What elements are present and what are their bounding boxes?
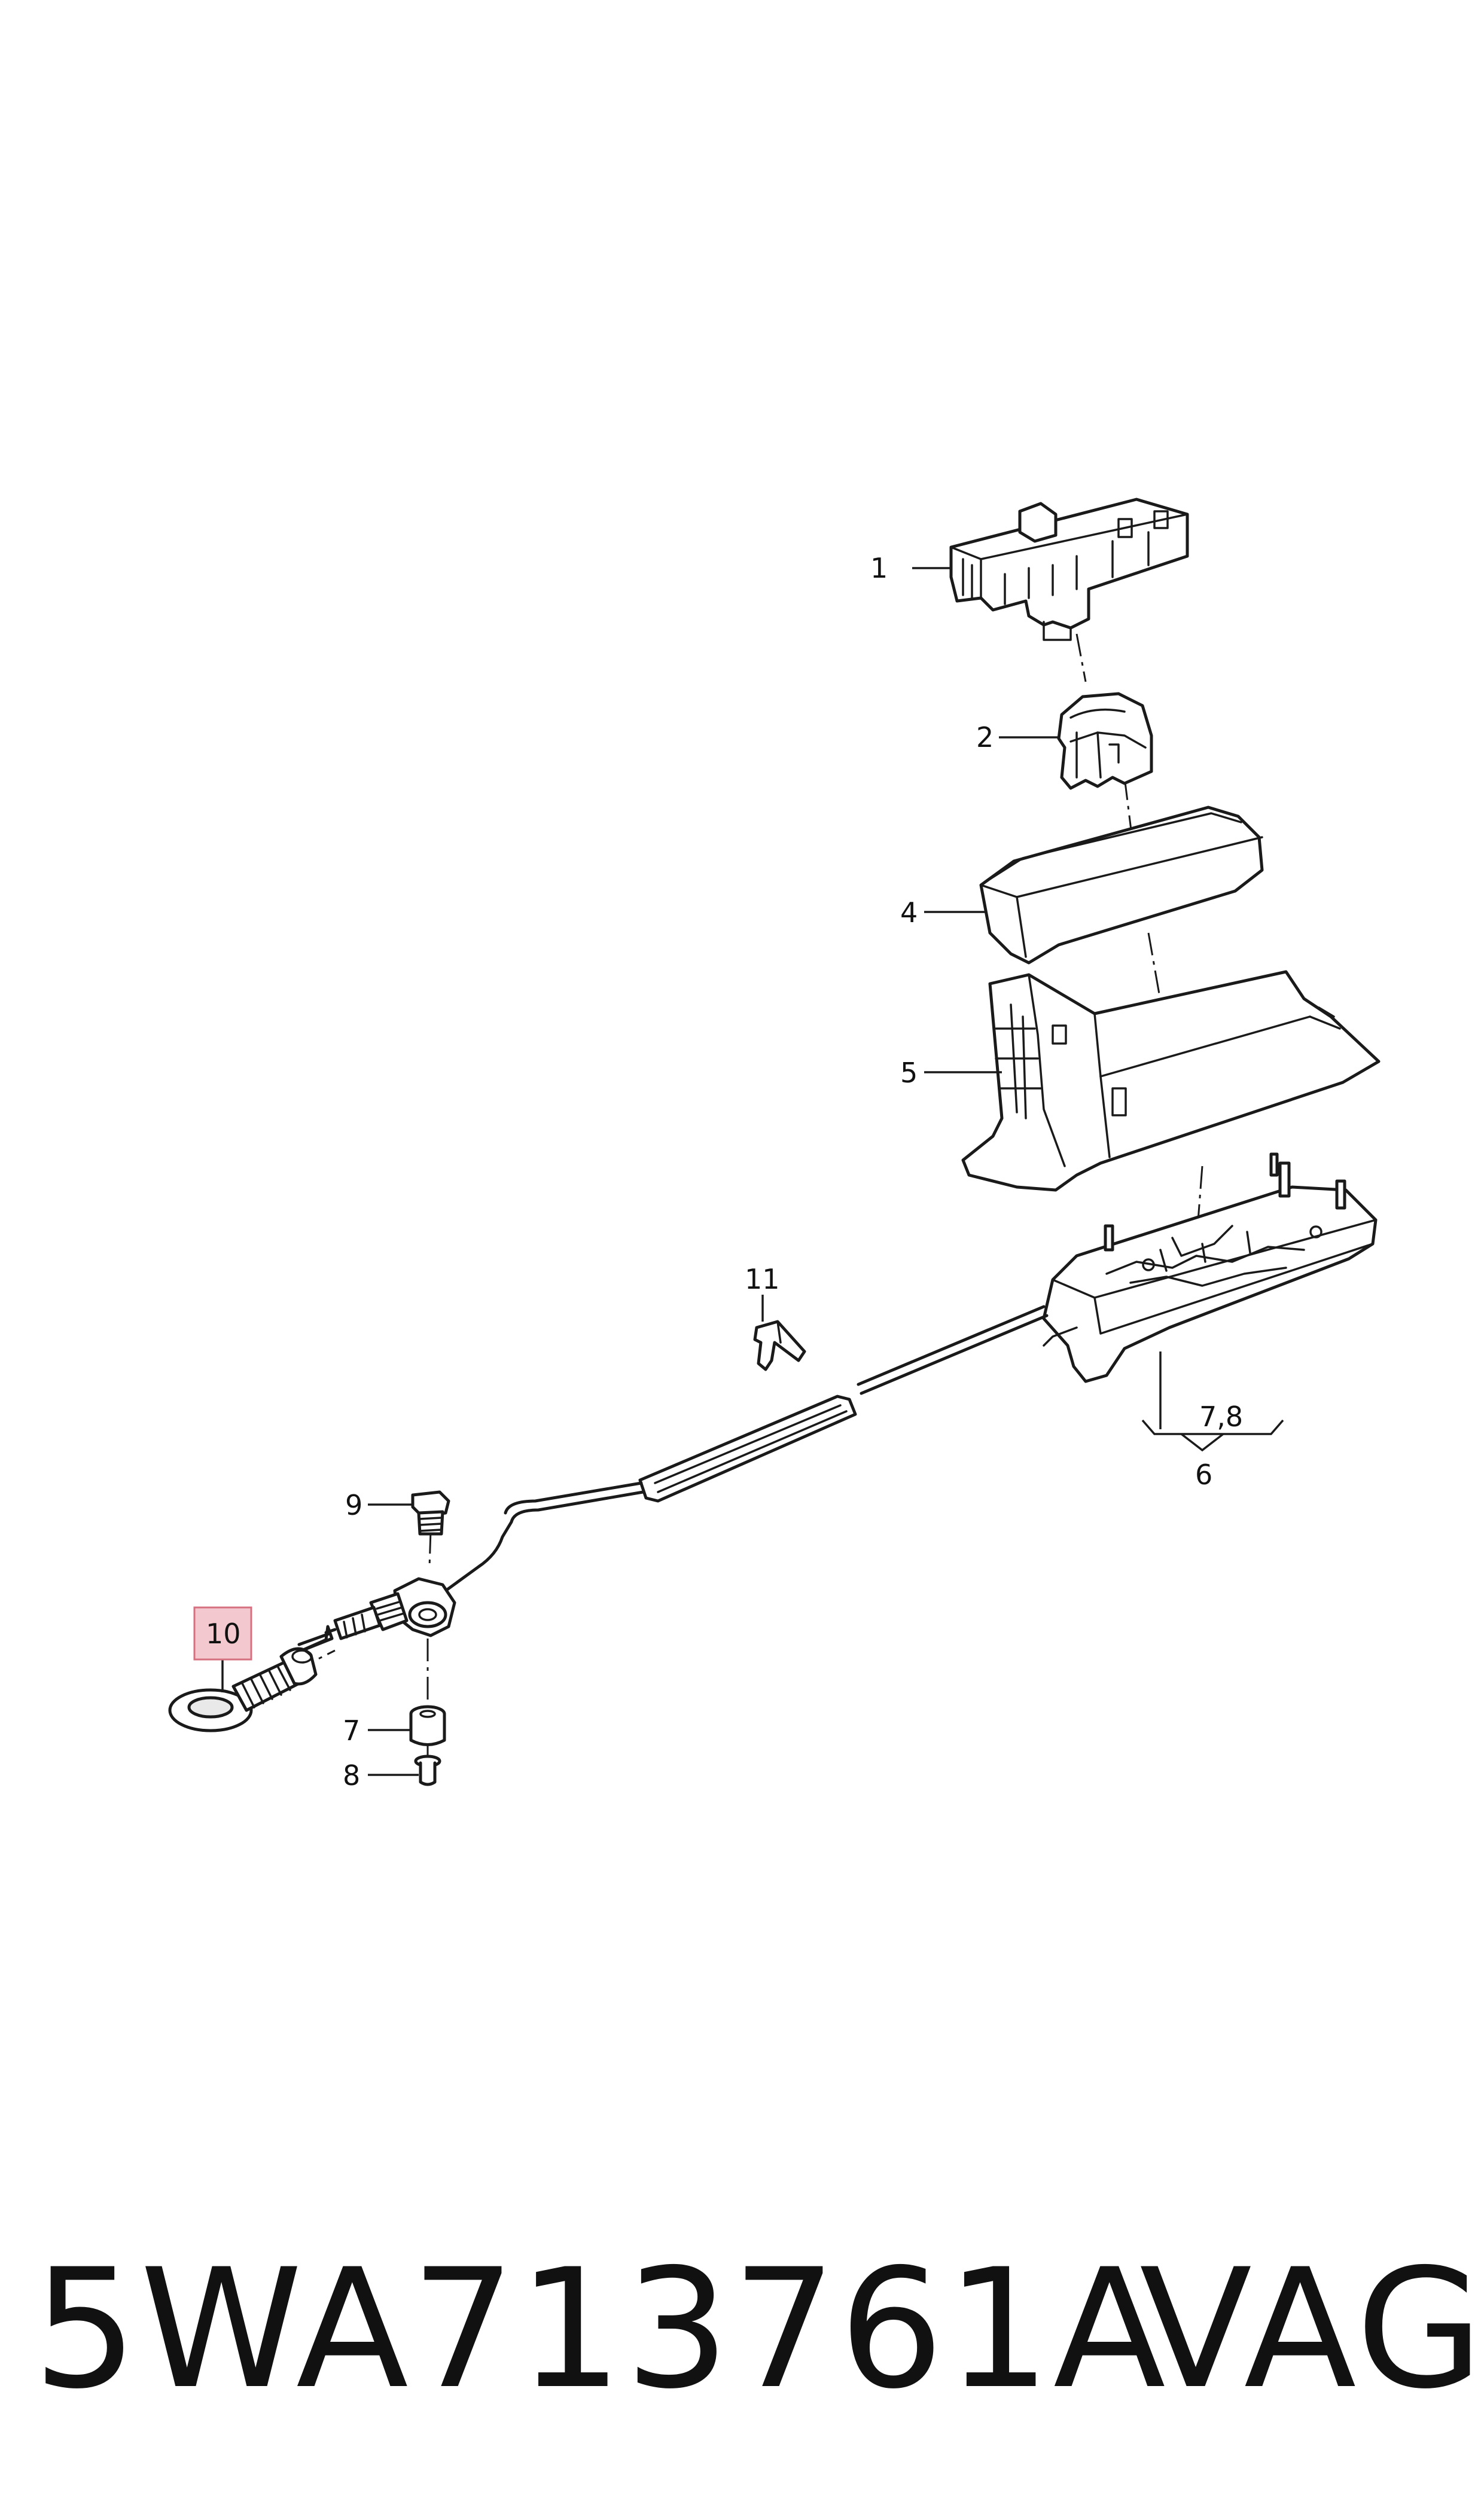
callout-8: 8	[343, 1759, 360, 1792]
part-6-shifter-base	[1042, 1152, 1378, 1383]
part-8-pin	[414, 1755, 441, 1786]
part-7-bushing	[409, 1705, 446, 1746]
callout-1: 1	[870, 552, 888, 584]
callout-4: 4	[900, 896, 918, 929]
callout-6: 6	[1195, 1459, 1212, 1491]
callout-11: 11	[745, 1263, 780, 1295]
part-2-lever-block	[1057, 692, 1153, 790]
callout-10: 10	[206, 1618, 241, 1650]
part-10-cable-eye	[168, 1647, 318, 1732]
part-cable-end-bracket	[297, 1577, 456, 1653]
part-4-cover	[979, 806, 1264, 965]
callout-9: 9	[345, 1489, 362, 1521]
callout-10-highlight	[193, 1606, 252, 1661]
bracket-6	[1180, 1433, 1224, 1452]
bracket-78	[1141, 1419, 1284, 1435]
brand-caption: VAG	[1139, 2234, 1484, 2425]
part-11-clip	[753, 1320, 806, 1371]
part-1-selector-module	[949, 498, 1189, 641]
part-9-bolt	[411, 1490, 450, 1536]
callout-5: 5	[900, 1057, 918, 1089]
part-5-housing	[961, 970, 1381, 1192]
callout-7-8: 7,8	[1199, 1401, 1243, 1433]
part-number-caption: 5WA713761A	[33, 2234, 1168, 2425]
callout-2: 2	[976, 721, 994, 753]
callout-7: 7	[343, 1714, 360, 1747]
part-shift-cable	[444, 1305, 1049, 1592]
